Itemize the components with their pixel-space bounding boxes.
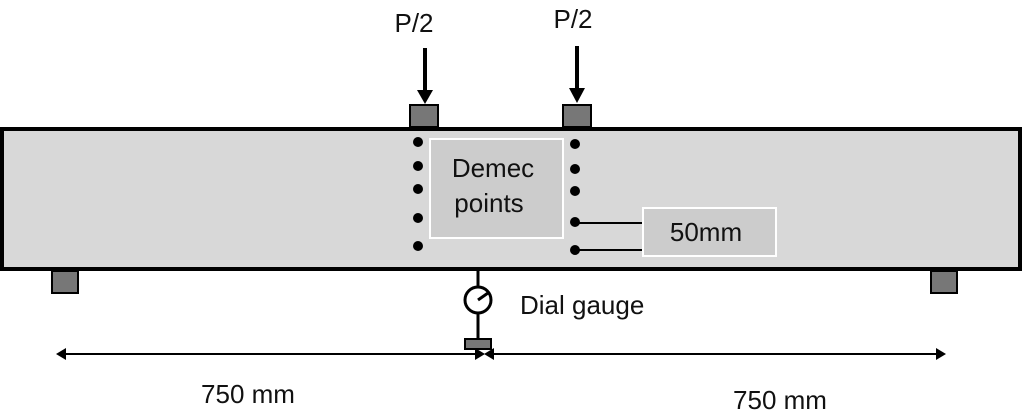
demec-label-line2: points: [454, 188, 523, 218]
dial-gauge: [463, 270, 493, 350]
demec-point: [413, 184, 423, 194]
left-support: [51, 270, 79, 294]
gauge-length-label: 50mm: [670, 217, 742, 247]
demec-point: [570, 164, 580, 174]
demec-label-line1: Demec: [452, 153, 534, 183]
demec-point: [413, 241, 423, 251]
load-label-left: P/2: [394, 8, 433, 38]
demec-column-left: [413, 137, 423, 251]
demec-label-box: [429, 138, 564, 239]
dimension-label-left: 750 mm: [201, 379, 295, 409]
load-arrow-right: [569, 46, 585, 103]
demec-point: [570, 139, 580, 149]
demec-point: [413, 137, 423, 147]
load-plate-left: [409, 104, 439, 128]
demec-column-right: [570, 139, 580, 255]
dimension-line-left: [56, 348, 485, 360]
dial-gauge-base: [464, 338, 492, 350]
demec-point: [413, 161, 423, 171]
load-label-right: P/2: [553, 4, 592, 34]
gauge-length-box: [642, 207, 777, 257]
demec-point: [413, 213, 423, 223]
load-plate-right: [562, 104, 592, 128]
dimension-line-right: [484, 348, 946, 360]
load-arrow-left: [417, 48, 433, 104]
right-support: [930, 270, 958, 294]
demec-point: [570, 186, 580, 196]
dial-gauge-label: Dial gauge: [520, 290, 644, 320]
dimension-label-right: 750 mm: [733, 385, 827, 415]
